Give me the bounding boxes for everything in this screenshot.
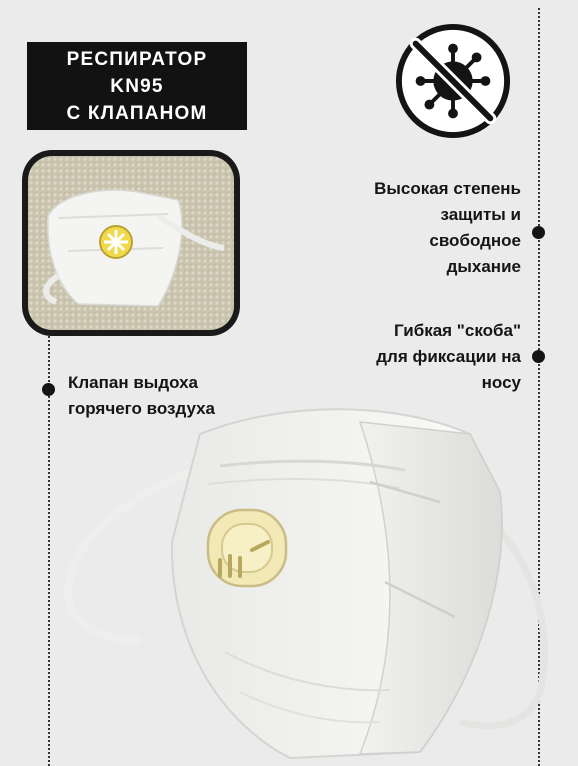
feature-nose-clip-line-3: носу [481, 373, 521, 392]
no-virus-icon [394, 22, 512, 140]
product-title: РЕСПИРАТОР KN95 С КЛАПАНОМ [27, 42, 247, 130]
feature-protection-line-4: дыхание [446, 257, 521, 276]
title-line-2: KN95 [110, 75, 164, 97]
title-line-3: С КЛАПАНОМ [66, 102, 208, 124]
title-line-1: РЕСПИРАТОР [66, 48, 208, 70]
dotted-guide-left [48, 336, 50, 766]
feature-protection-line-2: защиты и [440, 205, 522, 224]
feature-valve: Клапан выдоха горячего воздуха [68, 370, 215, 422]
bullet-nose-clip [532, 350, 545, 363]
mask-closeup-image [22, 150, 240, 336]
feature-nose-clip: Гибкая "скоба" для фиксации на носу [376, 318, 521, 396]
bullet-valve [42, 383, 55, 396]
feature-protection: Высокая степень защиты и свободное дыхан… [374, 176, 521, 280]
feature-nose-clip-line-2: для фиксации на [376, 347, 521, 366]
respirator-image [60, 392, 560, 764]
feature-valve-line-1: Клапан выдоха [68, 373, 198, 392]
bullet-protection [532, 226, 545, 239]
feature-protection-line-3: свободное [429, 231, 521, 250]
feature-nose-clip-line-1: Гибкая "скоба" [394, 321, 521, 340]
dotted-guide-right [538, 8, 540, 766]
feature-protection-line-1: Высокая степень [374, 179, 521, 198]
feature-valve-line-2: горячего воздуха [68, 399, 216, 418]
